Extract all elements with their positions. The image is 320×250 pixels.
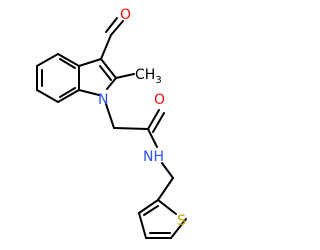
aldehyde-oxygen-label: O bbox=[120, 7, 131, 23]
bond-c3-cho bbox=[100, 34, 112, 60]
bond-c3a-c3 bbox=[78, 58, 102, 67]
bond-thiophene-c3-c2 bbox=[138, 199, 159, 214]
bond-benzene-double-1 bbox=[59, 58, 76, 69]
methyl-label-main: CH bbox=[135, 67, 155, 83]
methyl-label-subscript: 3 bbox=[155, 75, 161, 86]
bond-thiophene-c4-c3 bbox=[138, 212, 147, 239]
bond-cho-o-double bbox=[105, 17, 118, 33]
amide-nh-label: NH bbox=[143, 149, 164, 165]
bond-ch2-carbonyl bbox=[113, 127, 149, 130]
methyl-label: CH3 bbox=[135, 67, 162, 86]
bond-benzene-6 bbox=[36, 53, 59, 67]
bond-benzene-3 bbox=[57, 89, 80, 103]
bond-benzene-4 bbox=[36, 89, 59, 103]
bonds bbox=[36, 17, 187, 239]
bond-cho-o bbox=[110, 20, 124, 36]
thiophene-sulfur-label: S bbox=[177, 213, 186, 229]
bond-c3-c2 bbox=[100, 58, 117, 79]
bond-carbonyl-nh bbox=[147, 128, 158, 148]
bond-thiophene-c2-s bbox=[157, 199, 177, 215]
bond-n1-ch2 bbox=[105, 103, 115, 129]
molecule-structure-diagram: O CH3 N O NH S bbox=[36, 7, 187, 239]
bond-c2-n1 bbox=[106, 77, 117, 90]
bond-n1-c7a bbox=[78, 89, 100, 96]
bond-benzene-1 bbox=[57, 53, 80, 67]
amide-oxygen-label: O bbox=[154, 92, 165, 108]
bond-nh-ch2 bbox=[161, 162, 174, 179]
bond-carbonyl-o bbox=[147, 109, 160, 130]
bond-c3-c2-double bbox=[99, 65, 112, 81]
bond-c2-methyl bbox=[115, 73, 135, 79]
bond-ch2-thiophene bbox=[157, 177, 174, 201]
atom-labels: O CH3 N O NH S bbox=[98, 7, 186, 229]
bond-carbonyl-o-double bbox=[152, 112, 165, 133]
indole-nitrogen-label: N bbox=[98, 92, 108, 108]
bond-thiophene-s-c5 bbox=[170, 218, 187, 239]
bond-thiophene-double-1 bbox=[143, 205, 159, 216]
bond-benzene-double-2 bbox=[59, 87, 76, 98]
